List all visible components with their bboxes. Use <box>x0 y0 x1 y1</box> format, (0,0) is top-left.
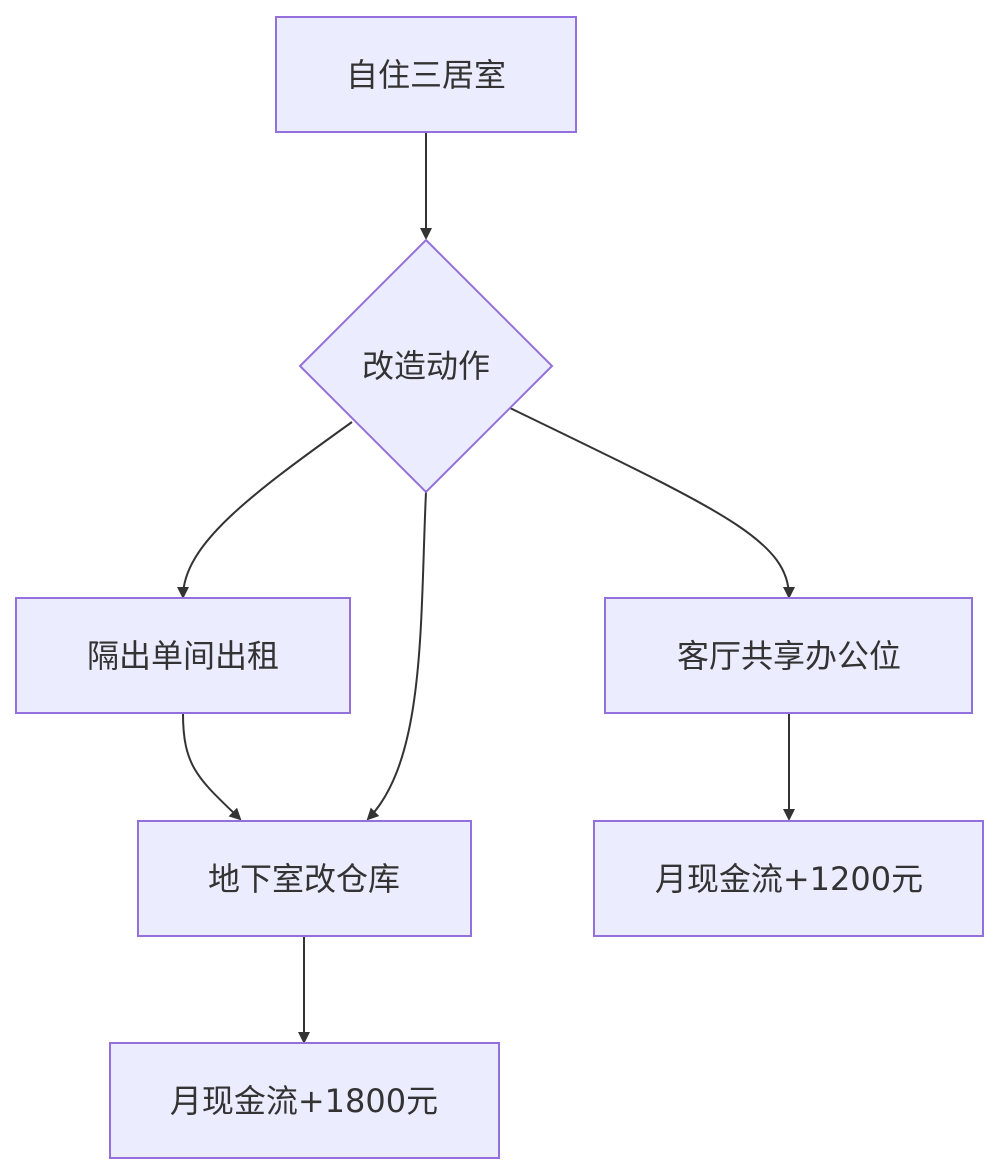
node-cash1200-label: 月现金流+1200元 <box>655 860 923 898</box>
node-decision: 改造动作 <box>298 238 554 494</box>
edges <box>177 133 795 1044</box>
node-start: 自住三居室 <box>275 16 577 133</box>
node-decision-label: 改造动作 <box>362 347 490 385</box>
node-storage-label: 地下室改仓库 <box>208 860 400 898</box>
node-cash1800-label: 月现金流+1800元 <box>170 1082 438 1120</box>
node-sublet-label: 隔出单间出租 <box>87 637 279 675</box>
node-sublet: 隔出单间出租 <box>15 597 351 714</box>
node-storage: 地下室改仓库 <box>137 820 472 937</box>
edge-decision-to-cowork <box>509 407 795 599</box>
edge-decision-to-sublet <box>177 421 353 599</box>
node-cowork: 客厅共享办公位 <box>604 597 973 714</box>
edge-decision-to-storage <box>366 491 427 821</box>
edge-sublet-to-storage <box>182 713 242 821</box>
node-cash1800: 月现金流+1800元 <box>109 1042 500 1159</box>
node-start-label: 自住三居室 <box>346 56 506 94</box>
node-cowork-label: 客厅共享办公位 <box>677 637 901 675</box>
node-cash1200: 月现金流+1200元 <box>593 820 984 937</box>
